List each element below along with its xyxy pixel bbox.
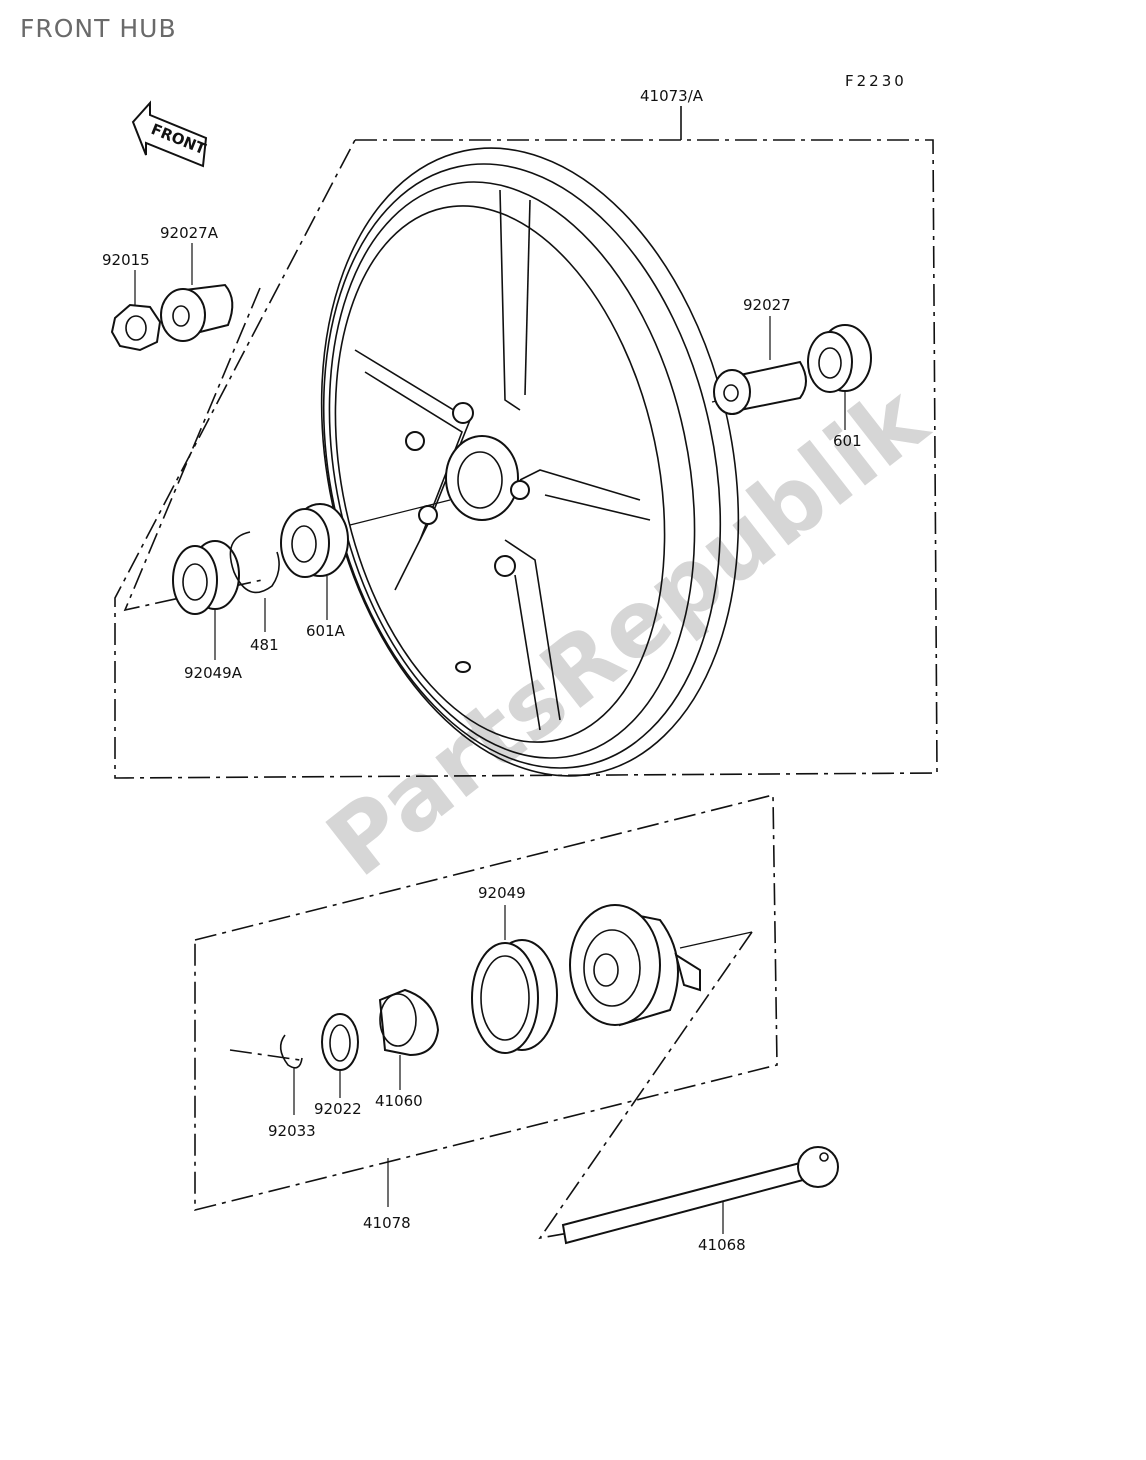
part-92027A-collar xyxy=(160,283,234,342)
label-92049A: 92049A xyxy=(184,664,243,682)
label-601A: 601A xyxy=(306,622,346,640)
part-92033-circlip xyxy=(279,1034,303,1069)
part-92027-collar xyxy=(713,360,807,415)
label-92027A: 92027A xyxy=(160,224,219,242)
wheel-assembly-frame xyxy=(114,106,938,779)
diagram-code: F2230 xyxy=(845,72,907,90)
part-92049-seal xyxy=(471,939,558,1054)
label-92015: 92015 xyxy=(102,251,150,269)
part-481-circlip xyxy=(229,531,280,594)
part-41060-gear xyxy=(378,988,440,1057)
hub-assembly-frame xyxy=(194,793,778,1240)
label-41060: 41060 xyxy=(375,1092,423,1110)
label-92033: 92033 xyxy=(268,1122,316,1140)
page-title: FRONT HUB xyxy=(20,14,177,43)
part-92049A-seal xyxy=(172,540,240,615)
label-92027: 92027 xyxy=(743,296,791,314)
front-arrow-icon: FRONT xyxy=(131,100,209,168)
hub-drum xyxy=(569,904,701,1027)
front-wheel xyxy=(320,147,740,777)
part-92015-nut xyxy=(110,303,162,352)
label-92049: 92049 xyxy=(478,884,526,902)
part-601-bearing xyxy=(807,324,872,393)
left-leader-frame xyxy=(123,287,263,612)
part-601A-bearing xyxy=(280,503,349,578)
label-601: 601 xyxy=(833,432,862,450)
axis-line-left xyxy=(349,499,451,526)
label-92022: 92022 xyxy=(314,1100,362,1118)
label-41068: 41068 xyxy=(698,1236,746,1254)
label-41073A: 41073/A xyxy=(640,87,704,105)
label-481: 481 xyxy=(250,636,279,654)
label-41078: 41078 xyxy=(363,1214,411,1232)
part-41068-axle xyxy=(561,1146,839,1245)
part-92022-washer xyxy=(321,1013,359,1071)
